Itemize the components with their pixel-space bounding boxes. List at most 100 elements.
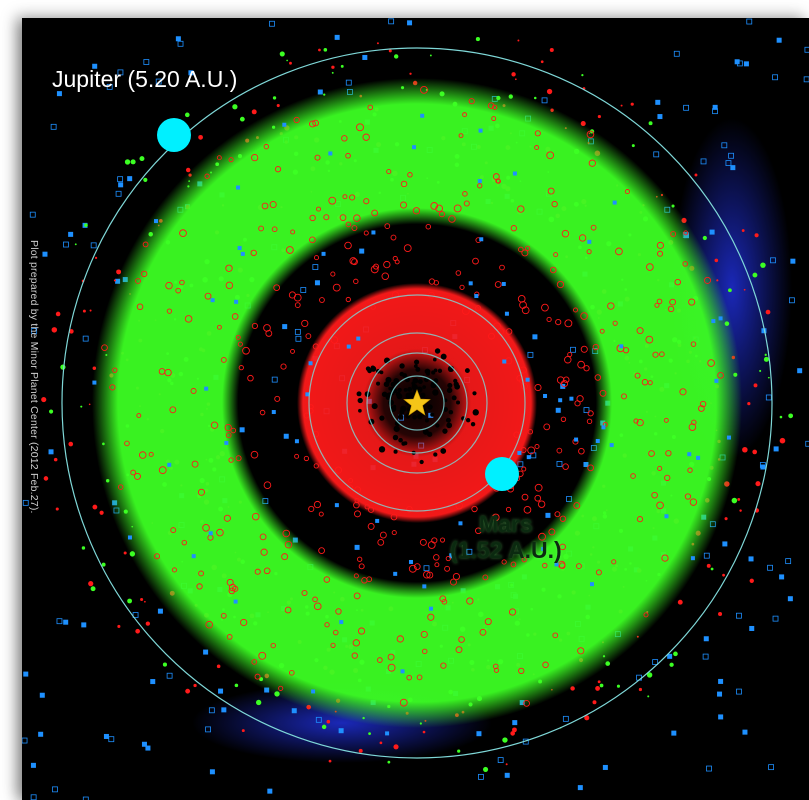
asteroid-ring	[499, 264, 505, 271]
inner-speck	[356, 391, 362, 397]
asteroid-ring	[133, 472, 141, 480]
asteroid-ring	[335, 608, 342, 615]
outer-object-marker	[619, 344, 624, 349]
asteroid-dot	[505, 763, 508, 766]
asteroid-ring	[223, 514, 231, 522]
asteroid-ring	[455, 270, 462, 276]
asteroid-ring	[636, 327, 644, 335]
asteroid-ring	[251, 153, 259, 162]
outer-object-marker	[203, 649, 209, 655]
outer-object-marker	[334, 34, 340, 40]
asteroid-ring	[463, 200, 470, 207]
asteroid-dot	[760, 262, 766, 268]
asteroid-ring	[648, 450, 655, 457]
asteroid-ring	[413, 563, 421, 571]
asteroid-dot	[779, 415, 783, 419]
inner-speck	[417, 413, 423, 420]
asteroid-ring	[353, 278, 359, 285]
outer-object-marker	[385, 731, 390, 736]
asteroid-dot	[502, 737, 508, 743]
outer-object-marker	[525, 377, 530, 382]
outer-object-marker	[356, 336, 361, 341]
asteroid-ring	[615, 247, 623, 256]
asteroid-ring	[323, 576, 331, 583]
asteroid-ring	[552, 632, 559, 639]
asteroid-ring	[263, 567, 271, 575]
outer-object-marker	[92, 63, 98, 69]
asteroid-ring	[573, 502, 581, 509]
asteroid-ring	[444, 565, 451, 572]
outer-object-marker	[703, 552, 710, 559]
outer-object-marker	[68, 231, 74, 237]
inner-speck	[443, 398, 448, 403]
asteroid-ring	[562, 463, 569, 470]
asteroid-dot	[379, 741, 383, 745]
outer-object-marker	[804, 46, 809, 53]
inner-speck	[397, 387, 402, 393]
asteroid-ring	[330, 642, 336, 648]
outer-object-marker	[56, 618, 63, 625]
asteroid-ring	[368, 506, 375, 513]
asteroid-ring	[561, 229, 570, 238]
asteroid-ring	[534, 383, 542, 392]
asteroid-ring	[305, 333, 312, 339]
asteroid-ring	[225, 264, 233, 272]
asteroid-ring	[400, 201, 408, 209]
outer-object-marker	[209, 769, 215, 775]
asteroid-ring	[363, 198, 370, 205]
asteroid-ring	[494, 281, 502, 288]
asteroid-dot	[43, 476, 49, 481]
asteroid-ring	[564, 355, 572, 364]
asteroid-ring	[263, 324, 271, 332]
inner-speck	[378, 446, 386, 453]
mercury-orbit	[389, 375, 445, 431]
asteroid-ring	[353, 510, 361, 518]
asteroid-ring	[367, 104, 374, 111]
outer-object-marker	[773, 446, 779, 452]
outer-object-marker	[797, 368, 803, 374]
inner-speck	[399, 371, 405, 377]
asteroid-dot	[88, 403, 91, 406]
inner-speck	[405, 392, 412, 399]
inner-speck	[393, 377, 400, 384]
asteroid-ring	[273, 284, 281, 292]
outer-object-marker	[501, 281, 506, 286]
asteroid-ring	[259, 409, 266, 416]
asteroid-ring	[534, 483, 543, 492]
asteroid-ring	[421, 648, 428, 655]
asteroid-ring	[510, 225, 517, 232]
outer-object-marker	[478, 128, 483, 133]
inner-speck	[470, 421, 476, 427]
asteroid-ring	[643, 612, 649, 618]
outer-object-marker	[687, 452, 692, 457]
asteroid-ring	[284, 540, 293, 549]
asteroid-ring	[466, 597, 474, 605]
asteroid-ring	[657, 465, 663, 472]
asteroid-ring	[307, 407, 314, 414]
asteroid-ring	[586, 249, 592, 255]
outer-object-marker	[761, 328, 767, 334]
outer-object-marker	[422, 584, 427, 589]
outer-object-marker	[497, 757, 504, 763]
asteroid-ring	[647, 380, 653, 386]
asteroid-dot	[232, 104, 238, 110]
asteroid-ring	[345, 152, 351, 159]
asteroid-ring	[587, 410, 594, 417]
inner-speck	[376, 381, 381, 386]
asteroid-ring	[433, 554, 440, 561]
asteroid-dot	[279, 51, 285, 57]
asteroid-dot	[669, 662, 674, 667]
asteroid-ring	[420, 85, 428, 94]
outer-object-marker	[271, 410, 276, 415]
asteroid-ring	[707, 359, 715, 367]
asteroid-ring	[370, 265, 379, 274]
inner-speck	[371, 403, 378, 410]
asteroid-ring	[455, 646, 463, 654]
asteroid-ring	[353, 501, 360, 509]
inner-speck	[392, 404, 397, 409]
asteroid-ring	[399, 698, 408, 707]
asteroid-dot	[239, 116, 245, 122]
outer-object-marker	[702, 653, 709, 660]
asteroid-ring	[379, 531, 387, 539]
asteroid-dot	[743, 288, 746, 291]
